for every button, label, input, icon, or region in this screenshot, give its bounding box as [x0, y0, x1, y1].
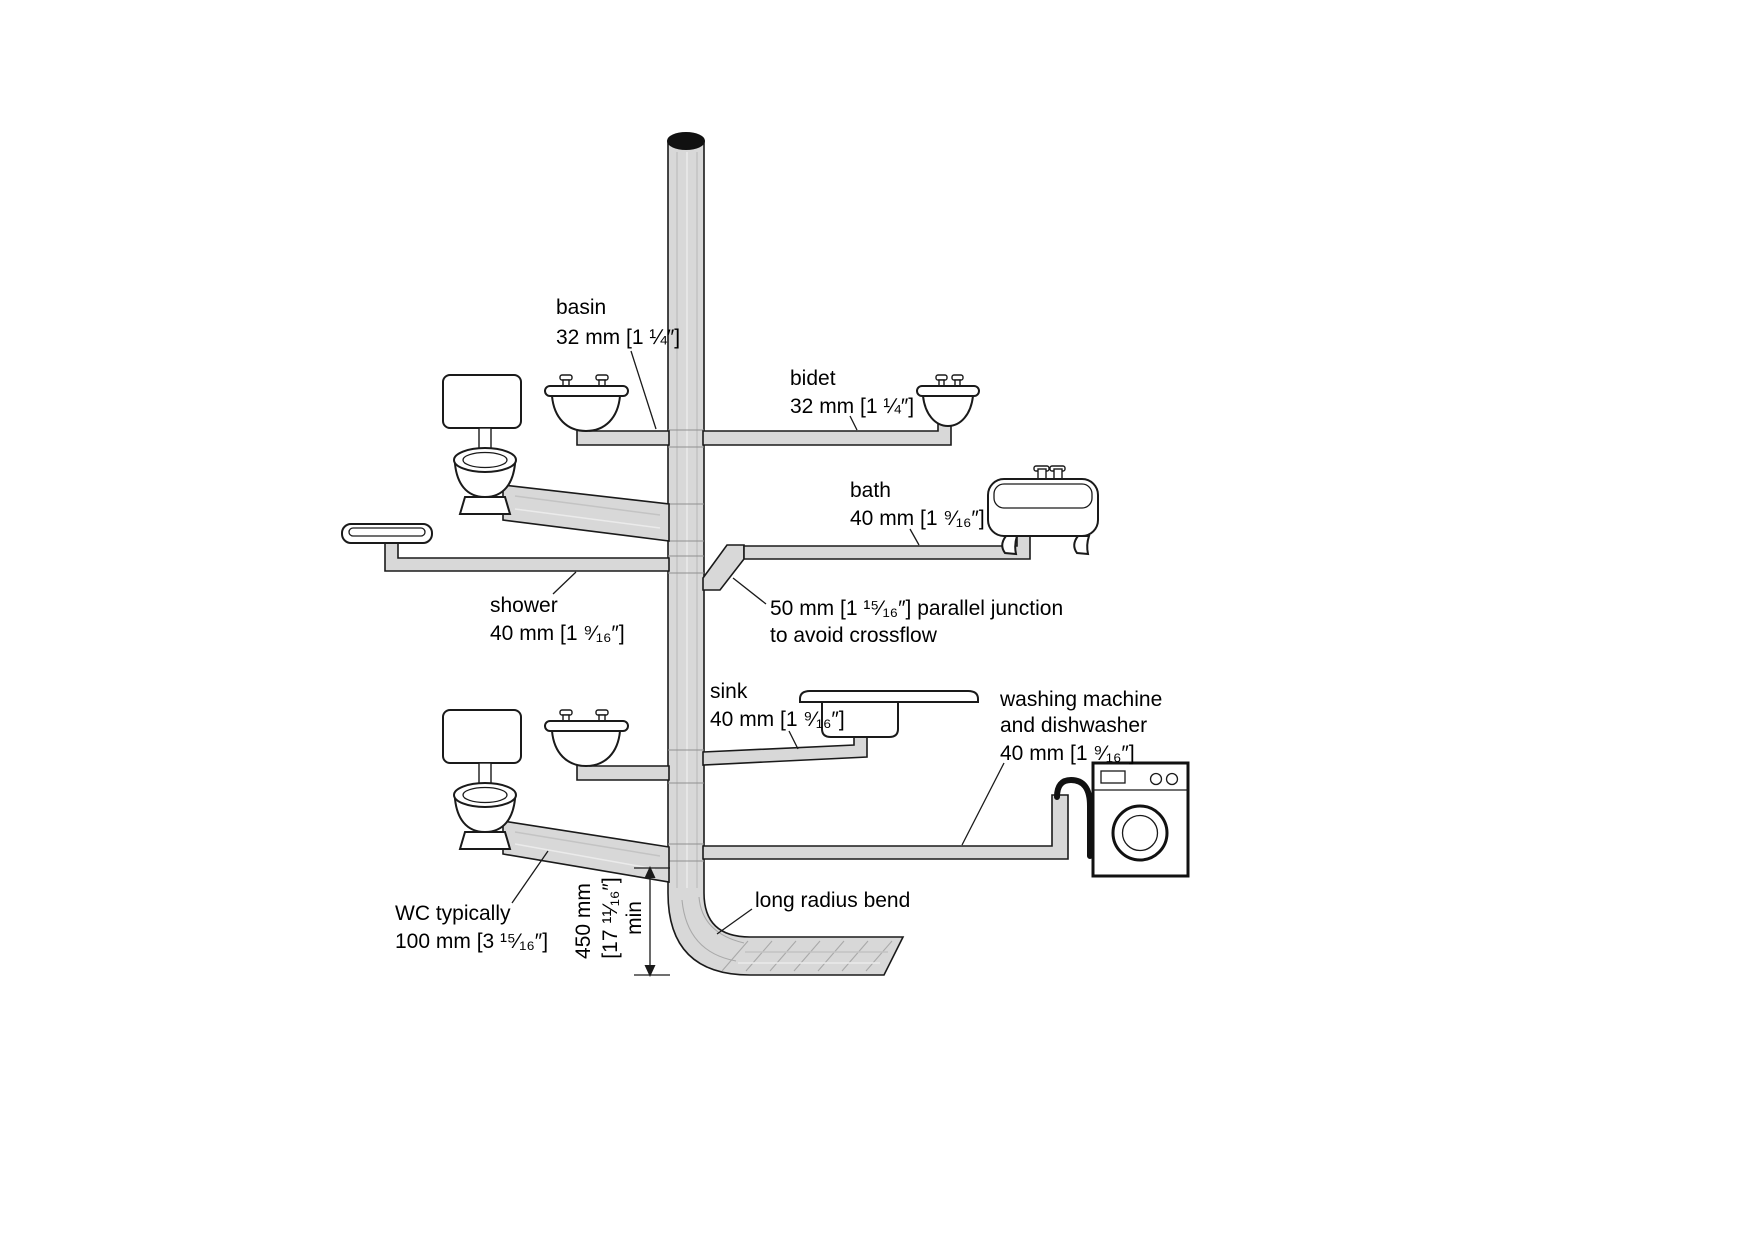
shower-tray-inner — [348, 527, 426, 537]
main-stack-pipe — [667, 132, 905, 976]
washing-machine-knob — [1165, 772, 1179, 786]
sink-label: sink — [710, 680, 748, 703]
shower-size-label: 40 mm [1 ⁹⁄₁₆″] — [490, 622, 625, 645]
washing-machine-knob — [1149, 772, 1163, 786]
shower-label: shower — [490, 594, 558, 617]
washing-machine-door — [1111, 804, 1169, 862]
basin-fixture-lower — [544, 709, 629, 767]
shower-branch-pipe — [384, 541, 670, 572]
shower-tray-fixture — [341, 523, 433, 544]
bend-leader-line — [716, 908, 753, 935]
washing-machine-door-glass — [1121, 814, 1159, 852]
stack-joint-seams — [668, 429, 704, 862]
dimension-suffix: min — [623, 901, 646, 935]
parallel-junction-fitting — [702, 544, 745, 591]
stack-top-cap — [667, 132, 705, 150]
junction-label-line1: 50 mm [1 ¹⁵⁄₁₆″] parallel junction — [770, 597, 1063, 620]
dimension-arrow-down — [644, 965, 656, 977]
bath-size-label: 40 mm [1 ⁹⁄₁₆″] — [850, 507, 985, 530]
wc-upper-pipe-streak — [514, 495, 661, 516]
bath-foot — [1001, 535, 1019, 556]
detergent-drawer — [1100, 770, 1126, 784]
basin-fixture-upper — [544, 374, 629, 432]
wc-lower-pipe-streak — [514, 843, 656, 870]
washing-machine-leader-line — [961, 762, 1005, 846]
bidet-leader-line — [849, 415, 858, 431]
bath-branch-pipe — [743, 529, 1031, 560]
dimension-value-mm: 450 mm — [572, 883, 595, 959]
bidet-tap — [951, 374, 964, 381]
labels: basin 32 mm [1 ¼″] bidet 32 mm [1 ¼″] ba… — [395, 296, 1162, 953]
bidet-tap — [935, 374, 948, 381]
dimension-450mm: 450 mm [17 ¹¹⁄₁₆″] min — [572, 866, 670, 977]
basin-size-label: 32 mm [1 ¼″] — [556, 326, 680, 349]
basin-leader-line — [630, 350, 657, 430]
bidet-bowl — [921, 395, 975, 428]
drain-hatches — [681, 896, 893, 972]
washing-machine-branch-pipe — [702, 794, 1069, 860]
wc-size-label: 100 mm [3 ¹⁵⁄₁₆″] — [395, 930, 548, 953]
shower-leader-line — [552, 571, 577, 595]
stack-streaks — [676, 152, 698, 888]
bidet-size-label: 32 mm [1 ¼″] — [790, 395, 914, 418]
washing-machine-label-line1: washing machine — [999, 688, 1162, 711]
bath-fixture — [987, 465, 1099, 556]
leader-lines — [511, 350, 1005, 935]
wc-label-line1: WC typically — [395, 902, 511, 925]
dimension-value-in: [17 ¹¹⁄₁₆″] — [599, 877, 622, 958]
bath-inner-rim — [993, 483, 1093, 509]
bidet-fixture — [916, 374, 980, 428]
sink-counter — [799, 690, 979, 703]
washing-machine-drain-hose — [1054, 776, 1093, 859]
basin-label: basin — [556, 296, 606, 319]
washing-machine-fixture — [1091, 761, 1190, 878]
shower-tray — [341, 523, 433, 544]
bath-leader-line — [909, 528, 920, 546]
bath-label: bath — [850, 479, 891, 502]
washing-machine-label-line2: and dishwasher — [1000, 714, 1147, 737]
branch-pipes — [384, 409, 1069, 883]
washing-machine-size-label: 40 mm [1 ⁹⁄₁₆″] — [1000, 742, 1135, 765]
sink-bowl — [821, 701, 899, 738]
sink-leader-line — [788, 730, 799, 750]
wc-lower-pipe-streak — [514, 831, 661, 857]
long-radius-bend-label: long radius bend — [755, 889, 910, 912]
junction-label-line2: to avoid crossflow — [770, 624, 938, 647]
dimension-arrow-up — [644, 866, 656, 878]
wc-leader-line — [511, 850, 549, 904]
kitchen-sink-fixture — [799, 690, 979, 738]
wc-upper-pipe-streak — [514, 508, 661, 529]
junction-leader-line — [732, 577, 767, 605]
bath-foot — [1073, 535, 1091, 556]
wc-lower-branch-pipe — [502, 820, 670, 883]
bidet-label: bidet — [790, 367, 836, 390]
bidet-rim — [916, 385, 980, 397]
stack-and-drain-outline — [667, 140, 905, 976]
sink-size-label: 40 mm [1 ⁹⁄₁₆″] — [710, 708, 845, 731]
